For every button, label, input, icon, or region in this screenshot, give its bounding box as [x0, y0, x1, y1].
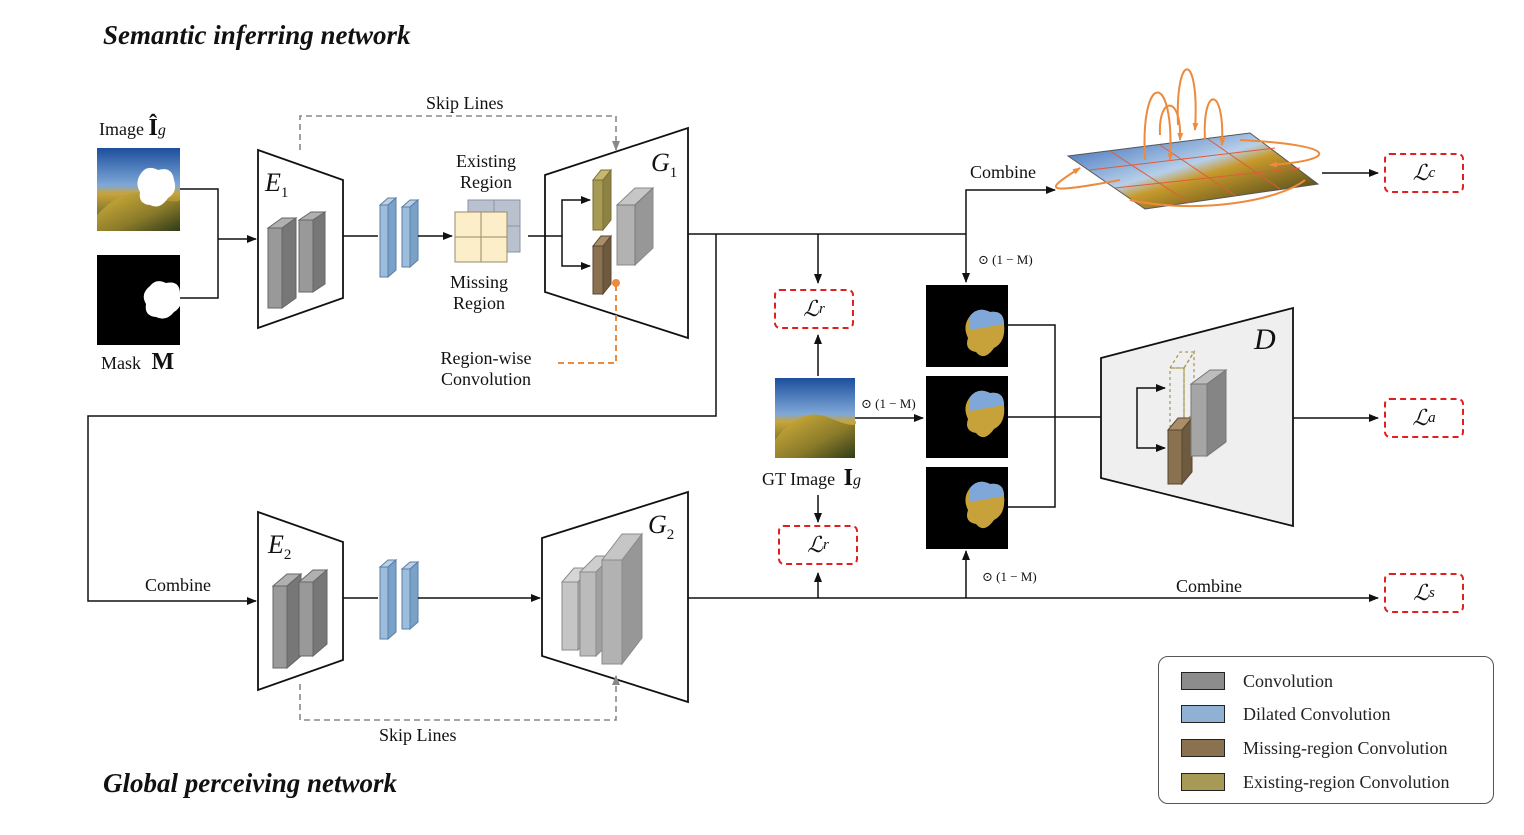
context-plane: [1054, 68, 1321, 210]
missing-region-conv: [591, 234, 613, 296]
legend: Convolution Dilated Convolution Missing-…: [1158, 656, 1494, 804]
skip-lines-top: [299, 115, 620, 151]
legend-swatch: [1181, 672, 1225, 690]
legend-swatch: [1181, 773, 1225, 791]
legend-item-missing: Missing-region Convolution: [1181, 738, 1448, 758]
dilated-blocks-top: [378, 196, 420, 279]
mask-op-top: ⊙ (1 − M): [978, 252, 1033, 267]
gt-image: [775, 378, 856, 458]
dilated-blocks-bottom: [378, 558, 420, 641]
legend-item-existing: Existing-region Convolution: [1181, 772, 1450, 792]
mask-op-middle: ⊙ (1 − M): [861, 396, 916, 411]
e1-label: E1: [265, 168, 289, 202]
g1-decoder: [544, 126, 689, 340]
g2-decoder: [541, 490, 689, 704]
legend-item-convolution: Convolution: [1181, 671, 1333, 691]
masked-output-1: [926, 285, 1008, 367]
combine-left-label: Combine: [145, 575, 211, 595]
gt-image-label: GT Image Ig: [762, 465, 861, 491]
discriminator: [1100, 306, 1294, 528]
input-image: [97, 148, 180, 231]
masked-output-2: [926, 376, 1008, 458]
e1-conv-blocks: [266, 211, 327, 309]
combine-top-label: Combine: [970, 162, 1036, 182]
e2-encoder: [257, 510, 344, 692]
mask-label: Mask M: [101, 349, 175, 375]
g2-label: G2: [648, 510, 675, 544]
skip-lines-bottom-label: Skip Lines: [379, 725, 457, 745]
e1-encoder: [257, 148, 344, 330]
legend-item-dilated: Dilated Convolution: [1181, 704, 1391, 724]
combine-bottom-label: Combine: [1176, 576, 1242, 596]
legend-swatch: [1181, 739, 1225, 757]
global-network-title: Global perceiving network: [103, 768, 397, 798]
g1-conv-block: [615, 186, 655, 267]
g1-label: G1: [651, 148, 678, 182]
region-wise-link: [556, 285, 617, 364]
legend-swatch: [1181, 705, 1225, 723]
d-label: D: [1254, 323, 1276, 356]
mask-op-bottom: ⊙ (1 − M): [982, 569, 1037, 584]
e2-label: E2: [268, 530, 292, 564]
existing-region-conv: [591, 168, 613, 232]
region-grid: [454, 199, 521, 263]
input-mask: [97, 255, 182, 345]
missing-region-conv-d: [1166, 416, 1194, 486]
masked-output-3: [926, 467, 1008, 549]
semantic-network-title: Semantic inferring network: [103, 20, 411, 50]
d-conv-block: [1189, 369, 1228, 457]
skip-lines-top-label: Skip Lines: [426, 93, 504, 113]
image-label: Image Îg: [99, 115, 166, 141]
skip-lines-bottom: [299, 675, 620, 721]
